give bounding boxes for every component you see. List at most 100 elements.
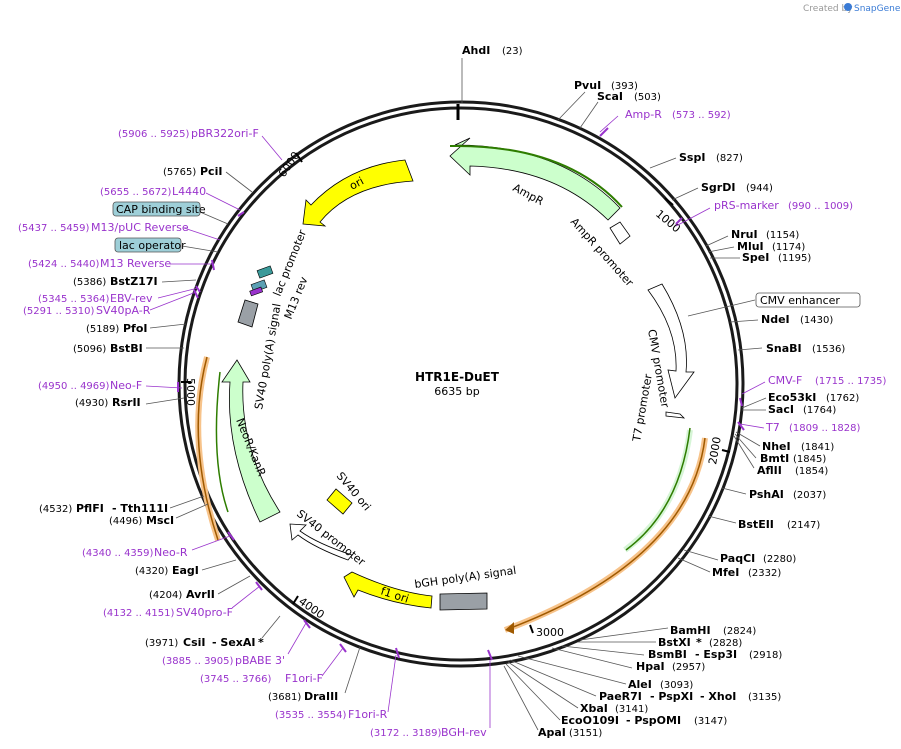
tick-3000: 3000 [536, 626, 564, 639]
label-paqci: PaqCI [720, 552, 755, 565]
insert-orf-arrowhead [505, 622, 514, 634]
label-bstbi: BstBI [110, 342, 143, 355]
plasmid-name: HTR1E-DuET [415, 370, 500, 384]
snapgene-logo: SnapGene [854, 4, 901, 14]
svg-text:(4950 .. 4969): (4950 .. 4969) [38, 381, 110, 392]
sv40-ori-feature[interactable] [326, 488, 353, 515]
svg-text:(4132 .. 4151): (4132 .. 4151) [103, 608, 175, 619]
svg-text:(4496): (4496) [109, 516, 142, 527]
svg-text:(1764): (1764) [803, 405, 836, 416]
label-pcii: PciI [200, 165, 222, 178]
label-cmv-enhancer: CMV enhancer [760, 294, 840, 307]
label-bstxi: BstXI [658, 636, 691, 649]
svg-text:(2918): (2918) [749, 650, 782, 661]
ori-feature[interactable] [302, 159, 414, 227]
svg-text:- Tth111I: - Tth111I [112, 502, 168, 515]
lac-operator-feature[interactable] [256, 265, 274, 279]
svg-text:(393): (393) [611, 81, 638, 92]
bgh-polya-feature[interactable] [439, 592, 488, 611]
svg-text:(5424 .. 5440): (5424 .. 5440) [28, 259, 100, 270]
sv40-polya-feature[interactable] [237, 299, 259, 328]
f1-ori-feature[interactable] [343, 571, 433, 609]
svg-text:(23): (23) [502, 46, 523, 57]
label-bamhi: BamHI [670, 624, 711, 637]
svg-text:(3093): (3093) [660, 680, 693, 691]
bgh-polya-label: bGH poly(A) signal [414, 564, 518, 591]
svg-text:(1841): (1841) [801, 442, 834, 453]
svg-text:- PspOMI: - PspOMI [626, 714, 681, 727]
bottom-labels: BamHI (2824) BstXI * (2828) BsmBI - Esp3… [145, 615, 782, 739]
t7-promoter-feature[interactable] [665, 411, 686, 419]
svg-text:*: * [258, 636, 264, 649]
tick-5000: 5000 [184, 378, 197, 406]
insert-orf-line[interactable] [507, 437, 706, 630]
label-t7: T7 [765, 421, 780, 434]
svg-text:(2828): (2828) [709, 638, 742, 649]
left-labels: SV40pro-F (4132 .. 4151) AvrII (4204) Ea… [18, 127, 283, 619]
svg-text:*: * [696, 636, 702, 649]
label-pshai: PshAI [749, 488, 784, 501]
svg-text:(5655 .. 5672): (5655 .. 5672) [100, 187, 172, 198]
ampr-feature[interactable] [449, 137, 621, 221]
label-neo-r: Neo-R [154, 546, 188, 559]
label-nrui: NruI [731, 228, 758, 241]
m13-rev-feature[interactable] [249, 286, 264, 297]
svg-text:(4930): (4930) [75, 398, 108, 409]
label-neo-f: Neo-F [110, 379, 142, 392]
label-rsrii: RsrII [112, 396, 141, 409]
ampr-promoter-feature[interactable] [609, 221, 631, 245]
label-spei: SpeI [742, 251, 769, 264]
svg-text:(990 .. 1009): (990 .. 1009) [788, 201, 853, 212]
svg-text:(503): (503) [634, 92, 661, 103]
label-ndei: NdeI [761, 313, 790, 326]
svg-text:(3172 .. 3189): (3172 .. 3189) [370, 728, 442, 739]
label-saci: SacI [768, 403, 794, 416]
lac-operator-box [114, 237, 182, 253]
label-amp-r: Amp-R [625, 108, 662, 121]
right-labels: AhdI (23) PvuI (393) ScaI (503) Amp-R (5… [461, 44, 887, 579]
svg-text:(5386): (5386) [73, 277, 106, 288]
cmv-promoter-feature[interactable] [647, 283, 695, 399]
svg-text:(4340 .. 4359): (4340 .. 4359) [82, 548, 154, 559]
svg-text:(2824): (2824) [723, 626, 756, 637]
svg-text:- XhoI: - XhoI [700, 690, 736, 703]
label-avrii: AvrII [186, 588, 215, 601]
label-sspi: SspI [679, 151, 705, 164]
snapgene-icon [844, 3, 852, 11]
label-pvui: PvuI [574, 79, 601, 92]
svg-text:(1430): (1430) [800, 315, 833, 326]
svg-text:(1154): (1154) [766, 230, 799, 241]
label-ecoo109i: EcoO109I [561, 714, 619, 727]
sv40-promoter-feature[interactable] [289, 523, 353, 561]
svg-text:(3141): (3141) [615, 704, 648, 715]
label-pfoi: PfoI [123, 322, 148, 335]
svg-text:(5189): (5189) [86, 324, 119, 335]
svg-text:(3135): (3135) [748, 692, 781, 703]
label-bgh-rev: BGH-rev [441, 726, 487, 739]
label-m13-reverse: M13 Reverse [100, 257, 171, 270]
label-bstz17i: BstZ17I [110, 275, 158, 288]
ori-label: ori [347, 174, 366, 192]
svg-text:(5345 .. 5364): (5345 .. 5364) [38, 294, 110, 305]
neor-orf-line-outer [197, 356, 219, 541]
svg-text:(5906 .. 5925): (5906 .. 5925) [118, 129, 190, 140]
label-sv40pa-r: SV40pA-R [96, 304, 151, 317]
label-f1ori-r: F1ori-R [348, 708, 388, 721]
svg-text:(5291 .. 5310): (5291 .. 5310) [23, 306, 95, 317]
insert-orf-glow [503, 437, 708, 633]
svg-text:(1195): (1195) [778, 253, 811, 264]
svg-text:- SexAI: - SexAI [212, 636, 255, 649]
cds-glow [623, 429, 693, 553]
svg-text:(944): (944) [746, 183, 773, 194]
cds-line[interactable] [625, 427, 691, 551]
label-sv40pro-f: SV40pro-F [176, 606, 233, 619]
label-alei: AleI [628, 678, 652, 691]
neor-feature[interactable] [221, 359, 281, 523]
svg-text:(5096): (5096) [73, 344, 106, 355]
svg-text:(4204): (4204) [149, 590, 182, 601]
label-scai: ScaI [597, 90, 623, 103]
svg-text:(4532): (4532) [39, 504, 72, 515]
svg-text:(827): (827) [716, 153, 743, 164]
svg-text:(1762): (1762) [826, 393, 859, 404]
svg-text:(2280): (2280) [763, 554, 796, 565]
